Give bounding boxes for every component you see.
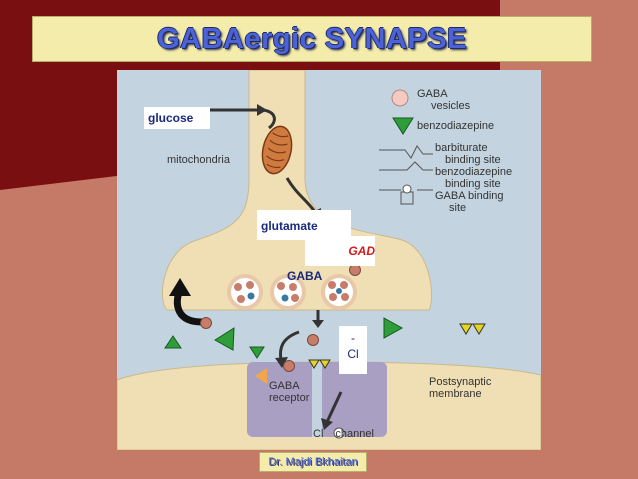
legend-item-sublabel: binding site: [445, 154, 501, 166]
legend-item-label: barbiturate: [435, 142, 488, 154]
glutamate-label: glutamate: [257, 210, 351, 240]
benzodiazepine-triangle: [214, 327, 235, 351]
chloride-arrow-head: [321, 418, 333, 430]
legend-benzodiazepine-site: benzodiazepine binding site: [435, 166, 512, 190]
postsynaptic-membrane-label: Postsynaptic membrane: [429, 376, 491, 400]
benzodiazepine-triangle: [383, 317, 404, 339]
gaba-molecule: [307, 334, 319, 346]
chloride-symbol: Cl: [347, 347, 359, 361]
synapse-figure: glucose mitochondria glutamate GAD GABA …: [117, 70, 541, 450]
cleft-to-receptor-arrow-head: [275, 357, 288, 368]
benzodiazepine-site-legend-icon: [379, 161, 433, 171]
cleft-to-receptor-arrow: [279, 330, 300, 361]
legend-item-label: benzodiazepine: [435, 166, 513, 178]
mitochondria-label: mitochondria: [167, 154, 230, 166]
legend-item-sublabel: site: [449, 202, 467, 214]
gaba-vesicle-legend-icon: [391, 89, 409, 107]
barbiturate-triangle: [308, 359, 320, 369]
gaba-site-legend-box: [400, 191, 414, 205]
chloride-charge: -: [351, 331, 355, 345]
title-bar: GABAergic SYNAPSE: [32, 16, 592, 62]
postsynaptic-label-line2: membrane: [429, 388, 482, 400]
mito-to-glutamate-arrow: [285, 177, 317, 213]
legend-gaba-site: GABA binding site: [435, 190, 504, 214]
gaba-receptor-label: GABA receptor: [269, 380, 309, 404]
legend-item-label: GABA binding: [435, 190, 504, 202]
benzodiazepine-triangle: [249, 346, 265, 359]
gaba-molecule: [349, 264, 361, 276]
author-footer: Dr. Majdi Bkhaitan: [259, 452, 367, 472]
chloride-ion: [333, 427, 345, 439]
gaba-vesicle-3: [321, 274, 357, 310]
glucose-to-mito-arrow: [262, 108, 276, 130]
chloride-ion-label: - Cl: [339, 326, 367, 374]
barbiturate-site-legend-icon: [379, 145, 433, 159]
barbiturate-triangle: [472, 323, 486, 335]
legend-barbiturate-site: barbiturate binding site: [435, 142, 501, 166]
chloride-arrow: [325, 391, 343, 423]
legend-item-label: GABA: [417, 88, 448, 100]
postsynaptic-label-line1: Postsynaptic: [429, 376, 492, 388]
receptor-notch-left: [255, 368, 267, 384]
release-arrow-head: [312, 320, 324, 328]
benzodiazepine-triangle-legend: [392, 117, 414, 135]
legend-item-sublabel: binding site: [445, 178, 501, 190]
legend-item-label: benzodiazepine: [417, 120, 495, 132]
benzodiazepine-triangle: [164, 335, 182, 349]
gaba-receptor-label-line1: GABA: [269, 380, 300, 392]
glucose-label: glucose: [144, 107, 210, 129]
glucose-arrow-head: [257, 104, 267, 116]
chloride-channel-word: channel: [335, 428, 374, 440]
legend-gaba-vesicles: GABA vesicles: [417, 88, 470, 112]
gaba-molecule: [200, 317, 212, 329]
barbiturate-triangle: [319, 359, 331, 369]
chloride-channel-label: Cl channel: [313, 428, 374, 440]
gaba-molecule: [283, 360, 295, 372]
gaba-site-legend-circle: [402, 184, 412, 194]
gaba-vesicle-1: [227, 274, 263, 310]
receptor-channel-gap: [312, 362, 322, 437]
gaba-label: GABA: [287, 269, 323, 283]
reuptake-arrow-head: [169, 278, 191, 296]
barbiturate-triangle: [459, 323, 473, 335]
chloride-channel-prefix: Cl: [313, 428, 324, 440]
gad-enzyme-label: GAD: [305, 236, 375, 266]
legend-item-sublabel: vesicles: [431, 100, 471, 112]
mitochondrion: [261, 125, 293, 175]
legend-benzodiazepine: benzodiazepine: [417, 120, 494, 132]
gaba-vesicle-2: [270, 274, 306, 310]
gaba-receptor-label-line2: receptor: [269, 392, 310, 404]
slide-title: GABAergic SYNAPSE: [157, 23, 467, 55]
